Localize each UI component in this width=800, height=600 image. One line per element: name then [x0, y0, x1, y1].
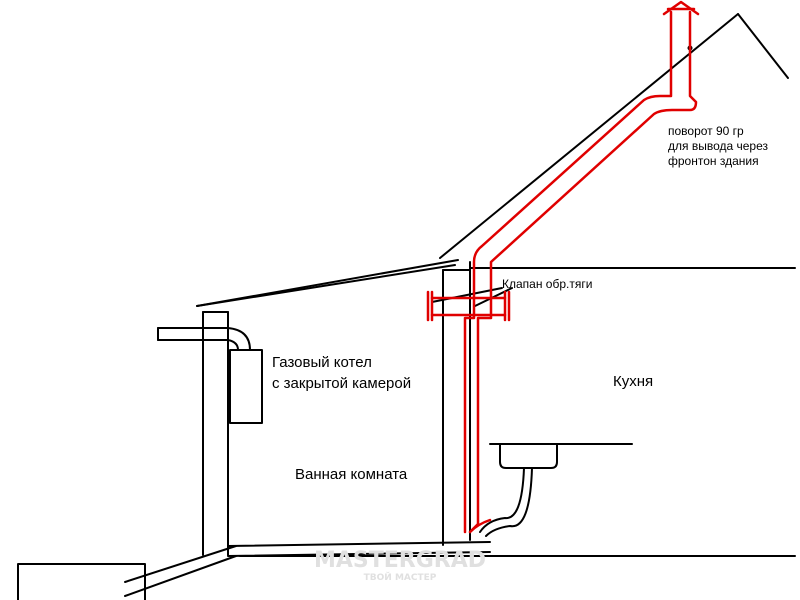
turn-label-line2: для вывода через: [668, 139, 769, 153]
sink-drain-hose-inner: [485, 467, 533, 537]
boiler-box: [229, 349, 263, 424]
red-flue-pipe: [426, 0, 700, 534]
left-ceiling-line: [196, 264, 456, 307]
kitchen-sink: [499, 443, 558, 469]
sink-drain-hose: [479, 467, 525, 533]
boiler-elbow: [227, 327, 251, 351]
turn-label-line3: фронтон здания: [668, 154, 759, 168]
kitchen-label: Кухня: [613, 373, 653, 390]
bathroom-label: Ванная комната: [295, 466, 408, 483]
flue-pipe-bottom-bend: [468, 518, 492, 534]
flue-pipe-right: [468, 10, 698, 534]
drain-upper: [124, 545, 237, 583]
boiler-label-line1: Газовый котел: [272, 354, 372, 371]
boiler-label-line2: с закрытой камерой: [272, 375, 411, 392]
building-structure: [17, 13, 796, 600]
turn-label-line1: поворот 90 гр: [668, 124, 744, 138]
boiler-elbow-inner: [227, 339, 239, 351]
flue-pipe-left: [463, 10, 673, 534]
watermark-sub: ТВОЙ МАСТЕР: [364, 571, 437, 583]
bath-floor-upper: [227, 541, 491, 547]
roof-right-slope: [737, 13, 789, 79]
roof-main-slope: [439, 13, 739, 259]
valve-tee: [430, 296, 507, 317]
valve-label: Клапан обр.тяги: [502, 277, 592, 291]
watermark-main: MASTERGRAD: [314, 548, 486, 573]
drain-lower: [124, 555, 237, 597]
ground-box: [17, 563, 146, 600]
